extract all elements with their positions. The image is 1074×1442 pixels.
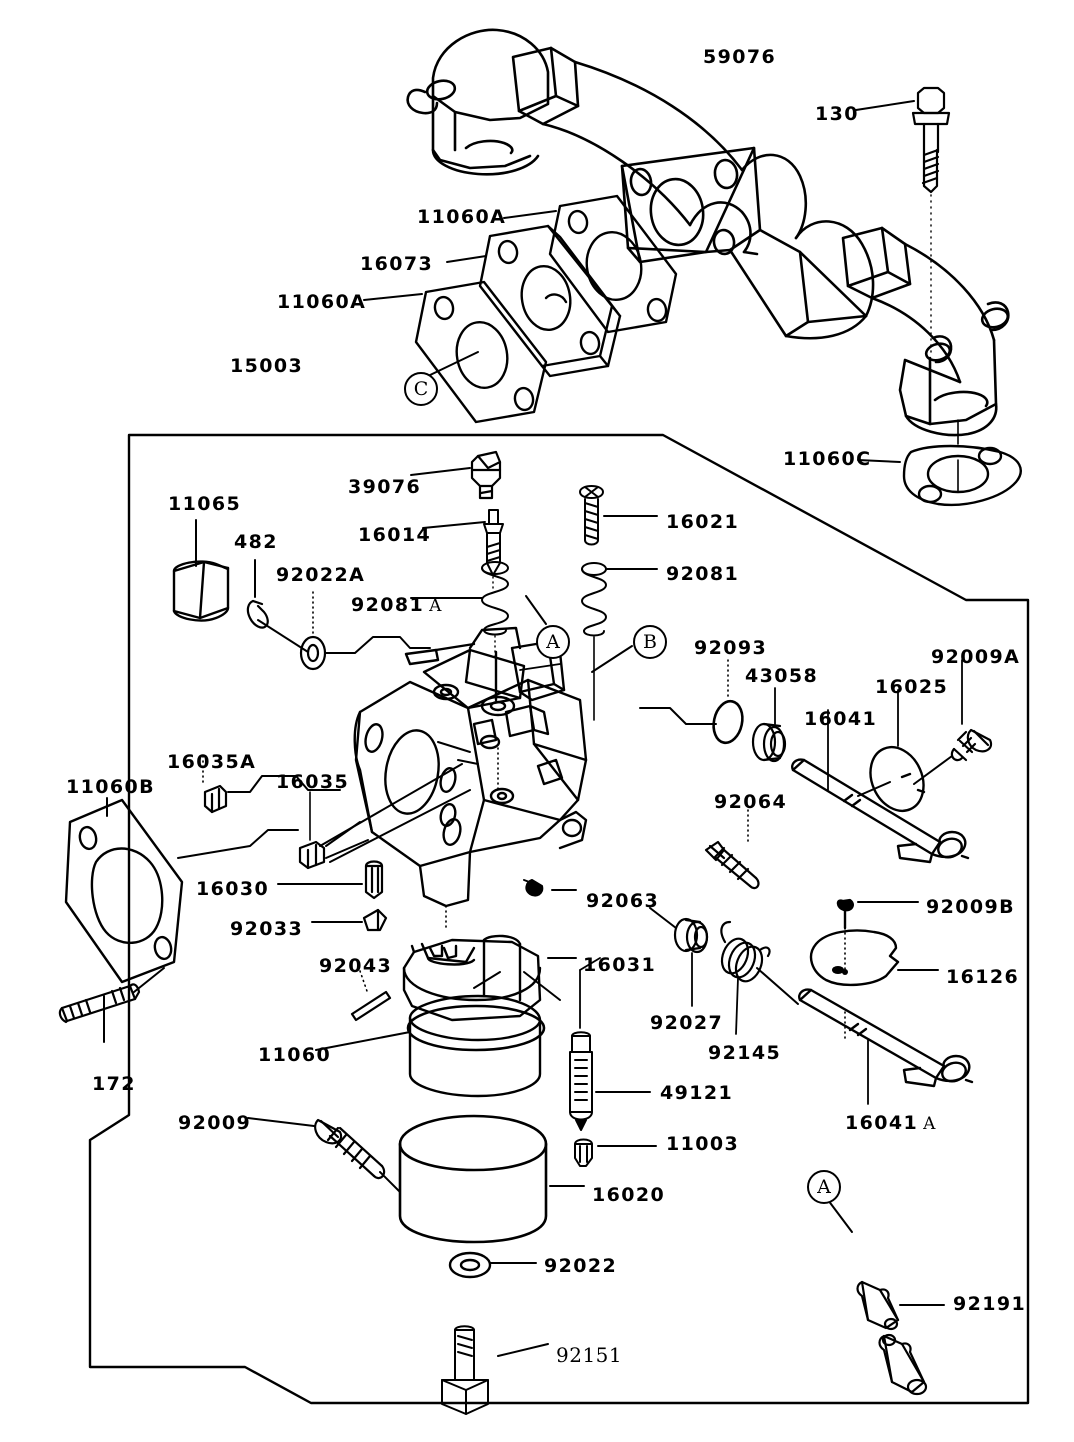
part-label-92145: 92145	[708, 1042, 782, 1064]
part-92022-o-ring-lower	[448, 1251, 537, 1279]
part-label-16073: 16073	[360, 253, 434, 275]
part-16031-float	[402, 934, 577, 1098]
part-92063-plug	[523, 879, 577, 897]
part-11003-jet	[574, 1138, 657, 1167]
part-label-43058: 43058	[745, 665, 819, 687]
part-label-39076: 39076	[348, 476, 422, 498]
part-label-92081: 92081	[666, 563, 740, 585]
part-number-text: 92081	[351, 594, 425, 616]
part-49121-needle-valve	[569, 957, 651, 1131]
part-16073-insulator	[446, 224, 622, 378]
part-label-92033: 92033	[230, 918, 304, 940]
part-label-16020: 16020	[592, 1184, 666, 1206]
part-130-flange-bolt	[855, 86, 951, 356]
part-label-16041: 16041	[804, 708, 878, 730]
part-16035a-plug	[202, 755, 341, 814]
part-11060a-gasket-lower	[363, 280, 548, 424]
part-16021-screw	[579, 485, 658, 546]
part-number-text: 16041	[845, 1112, 919, 1134]
part-label-92009a: 92009A	[931, 646, 1021, 668]
part-92009a-screw	[913, 659, 993, 785]
part-label-92009: 92009	[178, 1112, 252, 1134]
part-92093-o-ring	[639, 659, 744, 745]
part-11060b-gasket	[64, 797, 299, 984]
part-label-92063: 92063	[586, 890, 660, 912]
part-172-stud	[58, 967, 165, 1043]
part-label-15003: 15003	[230, 355, 304, 377]
part-label-11060c: 11060C	[783, 448, 872, 470]
part-label-11003: 11003	[666, 1133, 740, 1155]
part-label-16025: 16025	[875, 676, 949, 698]
part-92009-screw	[247, 1117, 401, 1193]
part-label-482: 482	[234, 531, 278, 553]
part-label-172: 172	[92, 1073, 136, 1095]
assembly-boundary-15003	[88, 433, 1030, 1405]
part-92151-bolt	[441, 1325, 549, 1415]
part-59076-intake-manifold	[406, 28, 1010, 437]
part-label-16035: 16035	[276, 771, 350, 793]
part-16041a-choke-shaft	[798, 988, 974, 1105]
part-label-92093: 92093	[694, 637, 768, 659]
part-label-16030: 16030	[196, 878, 270, 900]
part-label-92064: 92064	[714, 791, 788, 813]
part-label-92027: 92027	[650, 1012, 724, 1034]
part-16126-lever-plate	[809, 929, 939, 987]
part-label-92043: 92043	[319, 955, 393, 977]
part-16020-float-bowl	[398, 1114, 585, 1244]
part-11060a-gasket-upper	[503, 194, 678, 334]
part-92009b-screw	[836, 898, 919, 975]
reference-callout-b: B	[633, 625, 667, 659]
reference-callout-a-lower: A	[807, 1170, 841, 1204]
part-16025-throttle-plate	[857, 689, 926, 813]
part-label-11065: 11065	[168, 493, 242, 515]
part-label-92022: 92022	[544, 1255, 618, 1277]
part-11060-bowl-gasket	[315, 1004, 546, 1052]
part-label-92009b: 92009B	[926, 896, 1015, 918]
part-label-92151: 92151	[556, 1343, 623, 1367]
part-label-11060a-upper: 11060A	[417, 206, 507, 228]
part-label-59076: 59076	[703, 46, 777, 68]
part-39076-elbow-fitting	[410, 450, 502, 500]
part-label-11060: 11060	[258, 1044, 332, 1066]
part-label-92022a: 92022A	[276, 564, 366, 586]
part-11065-cap	[172, 519, 230, 622]
part-92033-clip	[311, 908, 388, 932]
part-92191-tubes	[856, 1280, 945, 1396]
part-carburetor-body	[353, 626, 588, 931]
part-label-11060a-lower: 11060A	[277, 291, 367, 313]
part-label-16126: 16126	[946, 966, 1020, 988]
part-16041-throttle-shaft	[791, 709, 970, 864]
part-92064-screw	[704, 809, 760, 890]
part-suffix-text: A	[429, 596, 442, 616]
part-label-16031: 16031	[583, 954, 657, 976]
part-label-11060b: 11060B	[66, 776, 155, 798]
part-92022a-o-ring	[299, 591, 431, 671]
part-11060c-gasket	[857, 419, 1022, 506]
part-43058-seal	[751, 687, 787, 763]
reference-callout-a-upper: A	[536, 625, 570, 659]
part-92027-washer	[649, 907, 709, 1007]
part-16035-plug	[298, 763, 471, 870]
part-16030-pin	[277, 860, 384, 900]
part-label-49121: 49121	[660, 1082, 734, 1104]
reference-callout-c: C	[404, 372, 438, 406]
part-label-16021: 16021	[666, 511, 740, 533]
part-16014-pilot-screw	[422, 509, 504, 591]
part-label-130: 130	[815, 103, 859, 125]
part-482-e-clip	[246, 559, 309, 653]
part-92043-pin	[350, 970, 392, 1022]
part-suffix-text: A	[923, 1114, 936, 1134]
part-label-16014: 16014	[358, 524, 432, 546]
part-label-92191: 92191	[953, 1293, 1027, 1315]
part-92145-torsion-spring	[720, 920, 799, 1035]
part-92081-spring	[581, 562, 658, 721]
part-label-16035a: 16035A	[167, 751, 257, 773]
